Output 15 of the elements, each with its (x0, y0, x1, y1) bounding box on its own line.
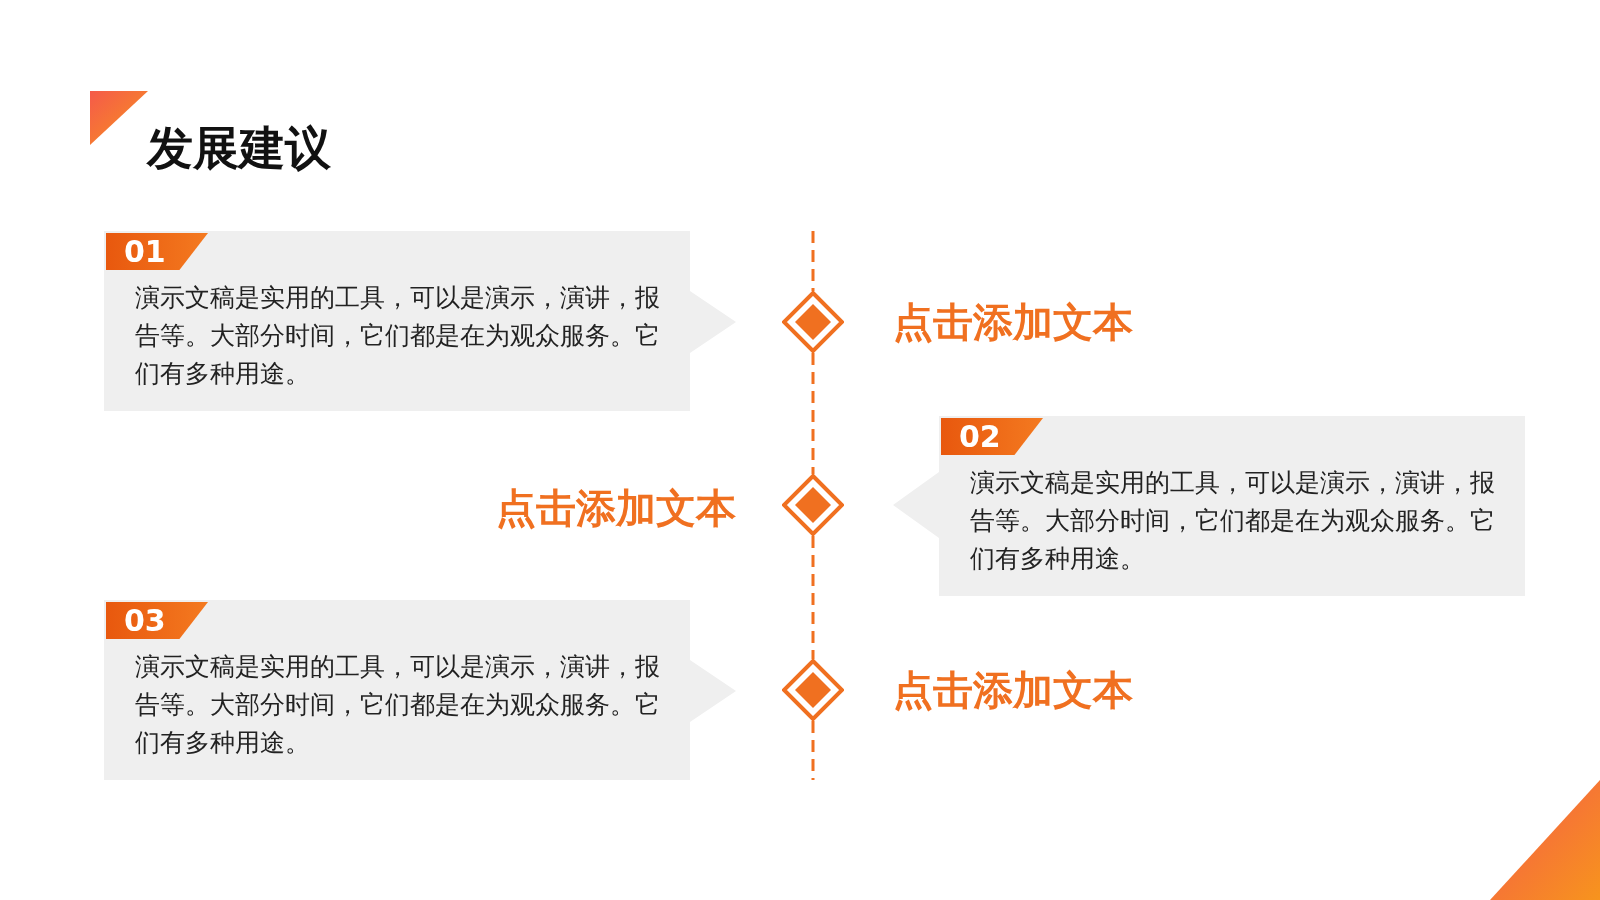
diamond-marker (782, 474, 844, 536)
timeline-line (811, 536, 815, 659)
card-text: 演示文稿是实用的工具，可以是演示，演讲，报告等。大部分时间，它们都是在为观众服务。它们有多种用途。 (970, 467, 1496, 575)
heading-text: 点击添加文本 (893, 298, 1133, 346)
text-card (893, 416, 1525, 596)
text-card (104, 231, 736, 411)
heading-text: 点击添加文本 (496, 484, 736, 532)
diamond-marker (782, 291, 844, 353)
text-card (104, 600, 736, 780)
card-text: 演示文稿是实用的工具，可以是演示，演讲，报告等。大部分时间，它们都是在为观众服务。它们有多种用途。 (135, 651, 661, 759)
heading-text: 点击添加文本 (893, 666, 1133, 714)
timeline-line (811, 353, 815, 474)
card-text: 演示文稿是实用的工具，可以是演示，演讲，报告等。大部分时间，它们都是在为观众服务。它们有多种用途。 (135, 282, 661, 390)
slide-title: 发展建议 (147, 120, 331, 177)
diamond-marker (782, 659, 844, 721)
